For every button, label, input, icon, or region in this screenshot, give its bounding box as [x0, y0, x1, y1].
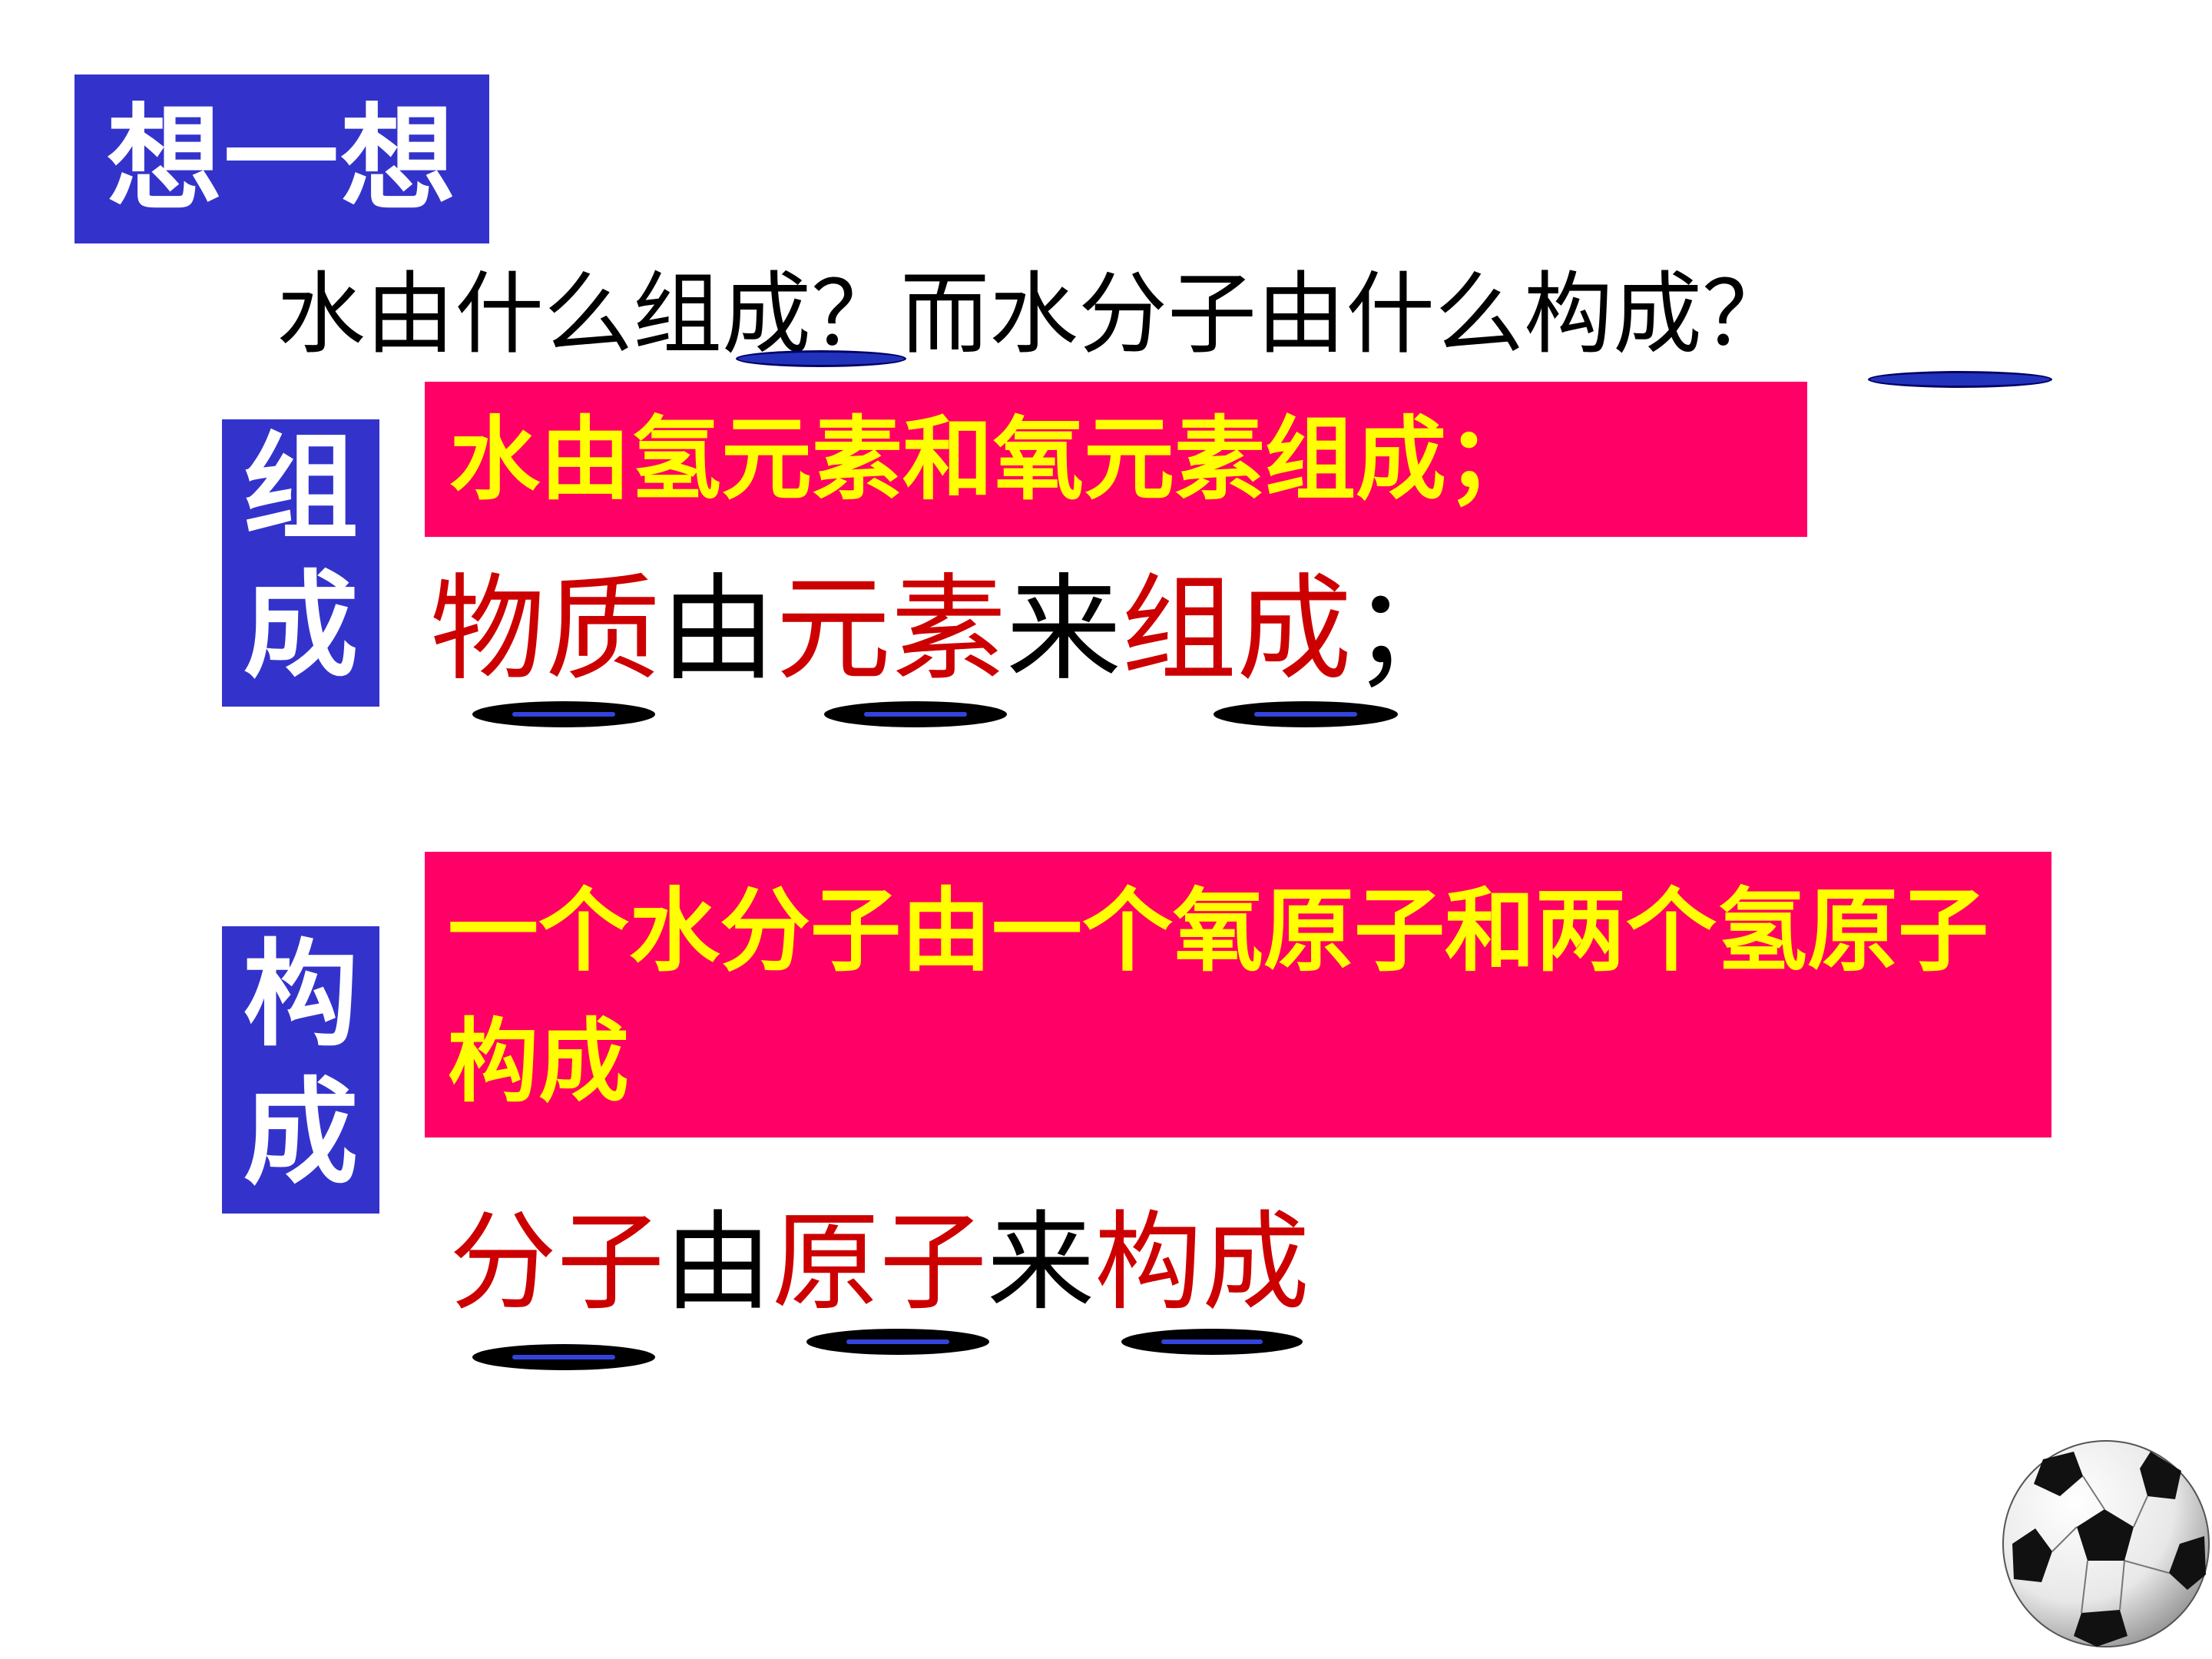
badge-goucheng-char-1: 构 — [243, 929, 359, 1062]
statement-structure: 分子由原子来构成 — [449, 1198, 1310, 1329]
word-lai: 来 — [1006, 563, 1122, 697]
statement-composition: 物质由元素来组成； — [430, 561, 1467, 699]
punctuation-semicolon: ； — [1352, 563, 1468, 697]
underline-mark-yuanzi — [806, 1329, 989, 1355]
keyword-yuanzi: 原子 — [772, 1200, 988, 1326]
word-lai-2: 来 — [987, 1200, 1095, 1326]
underline-mark-goucheng — [1868, 371, 2052, 388]
underline-mark-zucheng-2 — [1214, 701, 1398, 727]
word-you-2: 由 — [664, 1200, 773, 1326]
keyword-zucheng: 组成 — [1121, 563, 1353, 697]
underline-mark-zucheng — [736, 350, 906, 367]
keyword-wuzhi: 物质 — [430, 563, 661, 697]
keyword-goucheng: 构成 — [1094, 1200, 1310, 1326]
badge-goucheng-char-2: 成 — [243, 1067, 359, 1200]
underline-mark-fenzi — [472, 1344, 655, 1370]
answer-structure: 一个水分子由一个氧原子和两个氢原子构成 — [425, 852, 2051, 1137]
underline-mark-wuzhi — [472, 701, 655, 727]
badge-zucheng-char-1: 组 — [243, 422, 359, 555]
underline-mark-goucheng-2 — [1121, 1329, 1303, 1355]
keyword-yuansu: 元素 — [776, 563, 1007, 697]
title-badge: 想一想 — [75, 75, 489, 243]
question-text: 水由什么组成？而水分子由什么构成？ — [276, 263, 1791, 366]
keyword-fenzi: 分子 — [449, 1200, 665, 1326]
badge-goucheng: 构 成 — [222, 926, 379, 1214]
badge-zucheng-char-2: 成 — [243, 560, 359, 694]
badge-zucheng: 组 成 — [222, 419, 379, 707]
word-you: 由 — [661, 563, 777, 697]
answer-composition: 水由氢元素和氧元素组成； — [425, 382, 1807, 537]
soccer-ball-icon — [2002, 1440, 2210, 1647]
underline-mark-yuansu — [824, 701, 1007, 727]
